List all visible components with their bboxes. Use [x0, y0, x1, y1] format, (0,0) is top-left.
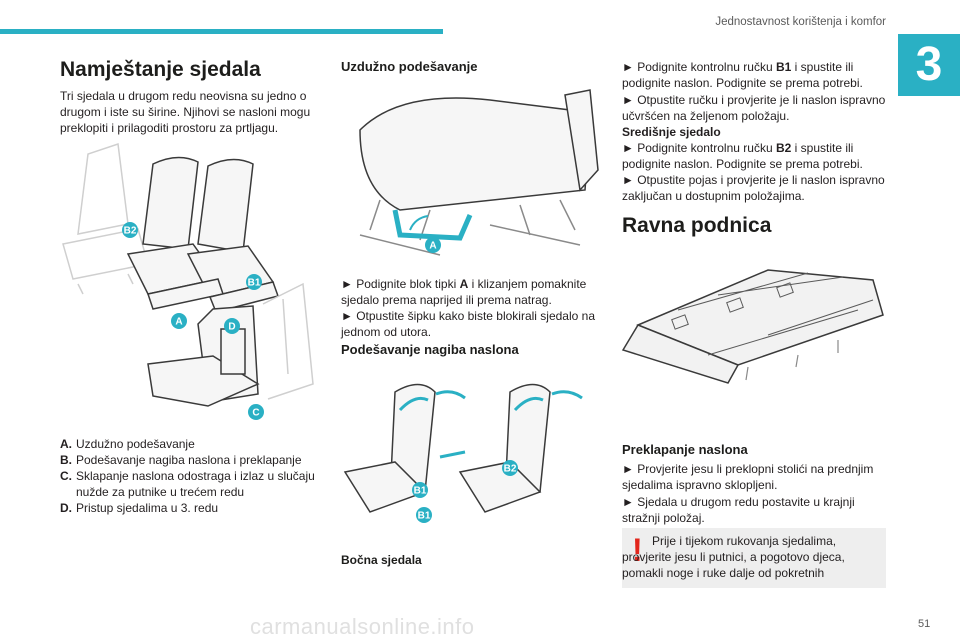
seats-overview-illustration: B2 B1 A D C — [62, 142, 314, 420]
center-step-2: ► Otpustite pojas i provjerite je li nas… — [622, 173, 885, 203]
callout-a-label: A — [429, 241, 436, 252]
callout-a — [171, 313, 187, 329]
callout-b1-lower — [416, 507, 432, 523]
heading-longitudinal: Uzdužno podešavanje — [341, 59, 478, 74]
fold-step-1: ► Provjerite jesu li preklopni stolići n… — [622, 462, 874, 492]
tilt-step-2: ► Otpustite ručku i provjerite je li nas… — [622, 93, 886, 123]
longitudinal-step-1: ► Podignite blok tipki A i klizanjem pom… — [341, 277, 587, 307]
longitudinal-step-2: ► Otpustite šipku kako biste blokirali s… — [341, 309, 596, 339]
heading-center-seat: Središnje sjedalo — [622, 125, 721, 139]
watermark: carmanualsonline.info — [250, 614, 475, 639]
tilt-step-1: ► Podignite kontrolnu ručku B1 i spustit… — [622, 60, 863, 90]
heading-backrest-tilt: Podešavanje nagiba naslona — [341, 342, 519, 357]
page-number: 51 — [918, 618, 931, 630]
callout-b1-label: B1 — [248, 278, 261, 289]
callout-c — [248, 404, 264, 420]
callout-a — [425, 237, 441, 253]
legend-item-a: A.Uzdužno podešavanje — [60, 437, 195, 451]
center-step-1: ► Podignite kontrolnu ručku B2 i spustit… — [622, 141, 863, 171]
callout-b2-label: B2 — [124, 226, 137, 237]
legend-item-d: D.Pristup sjedalima u 3. redu — [60, 501, 219, 515]
callout-d-label: D — [228, 322, 235, 333]
legend-item-c: C.Sklapanje naslona odostraga i izlaz u … — [60, 469, 315, 499]
section-title-seat-adjustment: Namještanje sjedala — [60, 58, 261, 81]
callout-b1-lower-label: B1 — [418, 511, 431, 522]
warning-box — [622, 528, 886, 588]
running-title: Jednostavnost korištenja i komfor — [715, 16, 886, 28]
callout-a-label: A — [175, 317, 182, 328]
heading-fold-backrest: Preklapanje naslona — [622, 442, 748, 457]
callout-b1-upper-label: B1 — [414, 486, 427, 497]
backrest-tilt-illustration: B2 B1 B1 — [343, 383, 583, 523]
warning-exclamation-icon: ! — [632, 532, 643, 568]
flat-floor-illustration — [621, 269, 884, 384]
section-title-flat-floor: Ravna podnica — [622, 214, 772, 237]
heading-side-seats: Bočna sjedala — [341, 553, 422, 567]
chapter-tab: 3 — [898, 34, 960, 96]
intro-paragraph: Tri sjedala u drugom redu neovisna su je… — [60, 89, 311, 135]
callout-b2 — [122, 222, 138, 238]
callout-b1-upper — [412, 482, 428, 498]
warning-text: Prije i tijekom rukovanja sjedalima, pro… — [622, 534, 845, 580]
callout-b2-label: B2 — [504, 464, 517, 475]
longitudinal-adjust-illustration: A — [359, 89, 599, 256]
figure-legend: A.Uzdužno podešavanje B.Podešavanje nagi… — [60, 436, 325, 516]
callout-b1 — [246, 274, 262, 290]
callout-d — [224, 318, 240, 334]
legend-item-b: B.Podešavanje nagiba naslona i preklapan… — [60, 453, 302, 467]
callout-b2 — [502, 460, 518, 476]
callout-c-label: C — [252, 408, 259, 419]
header-accent-bar — [0, 29, 443, 34]
fold-step-2: ► Sjedala u drugom redu postavite u kraj… — [622, 495, 855, 525]
